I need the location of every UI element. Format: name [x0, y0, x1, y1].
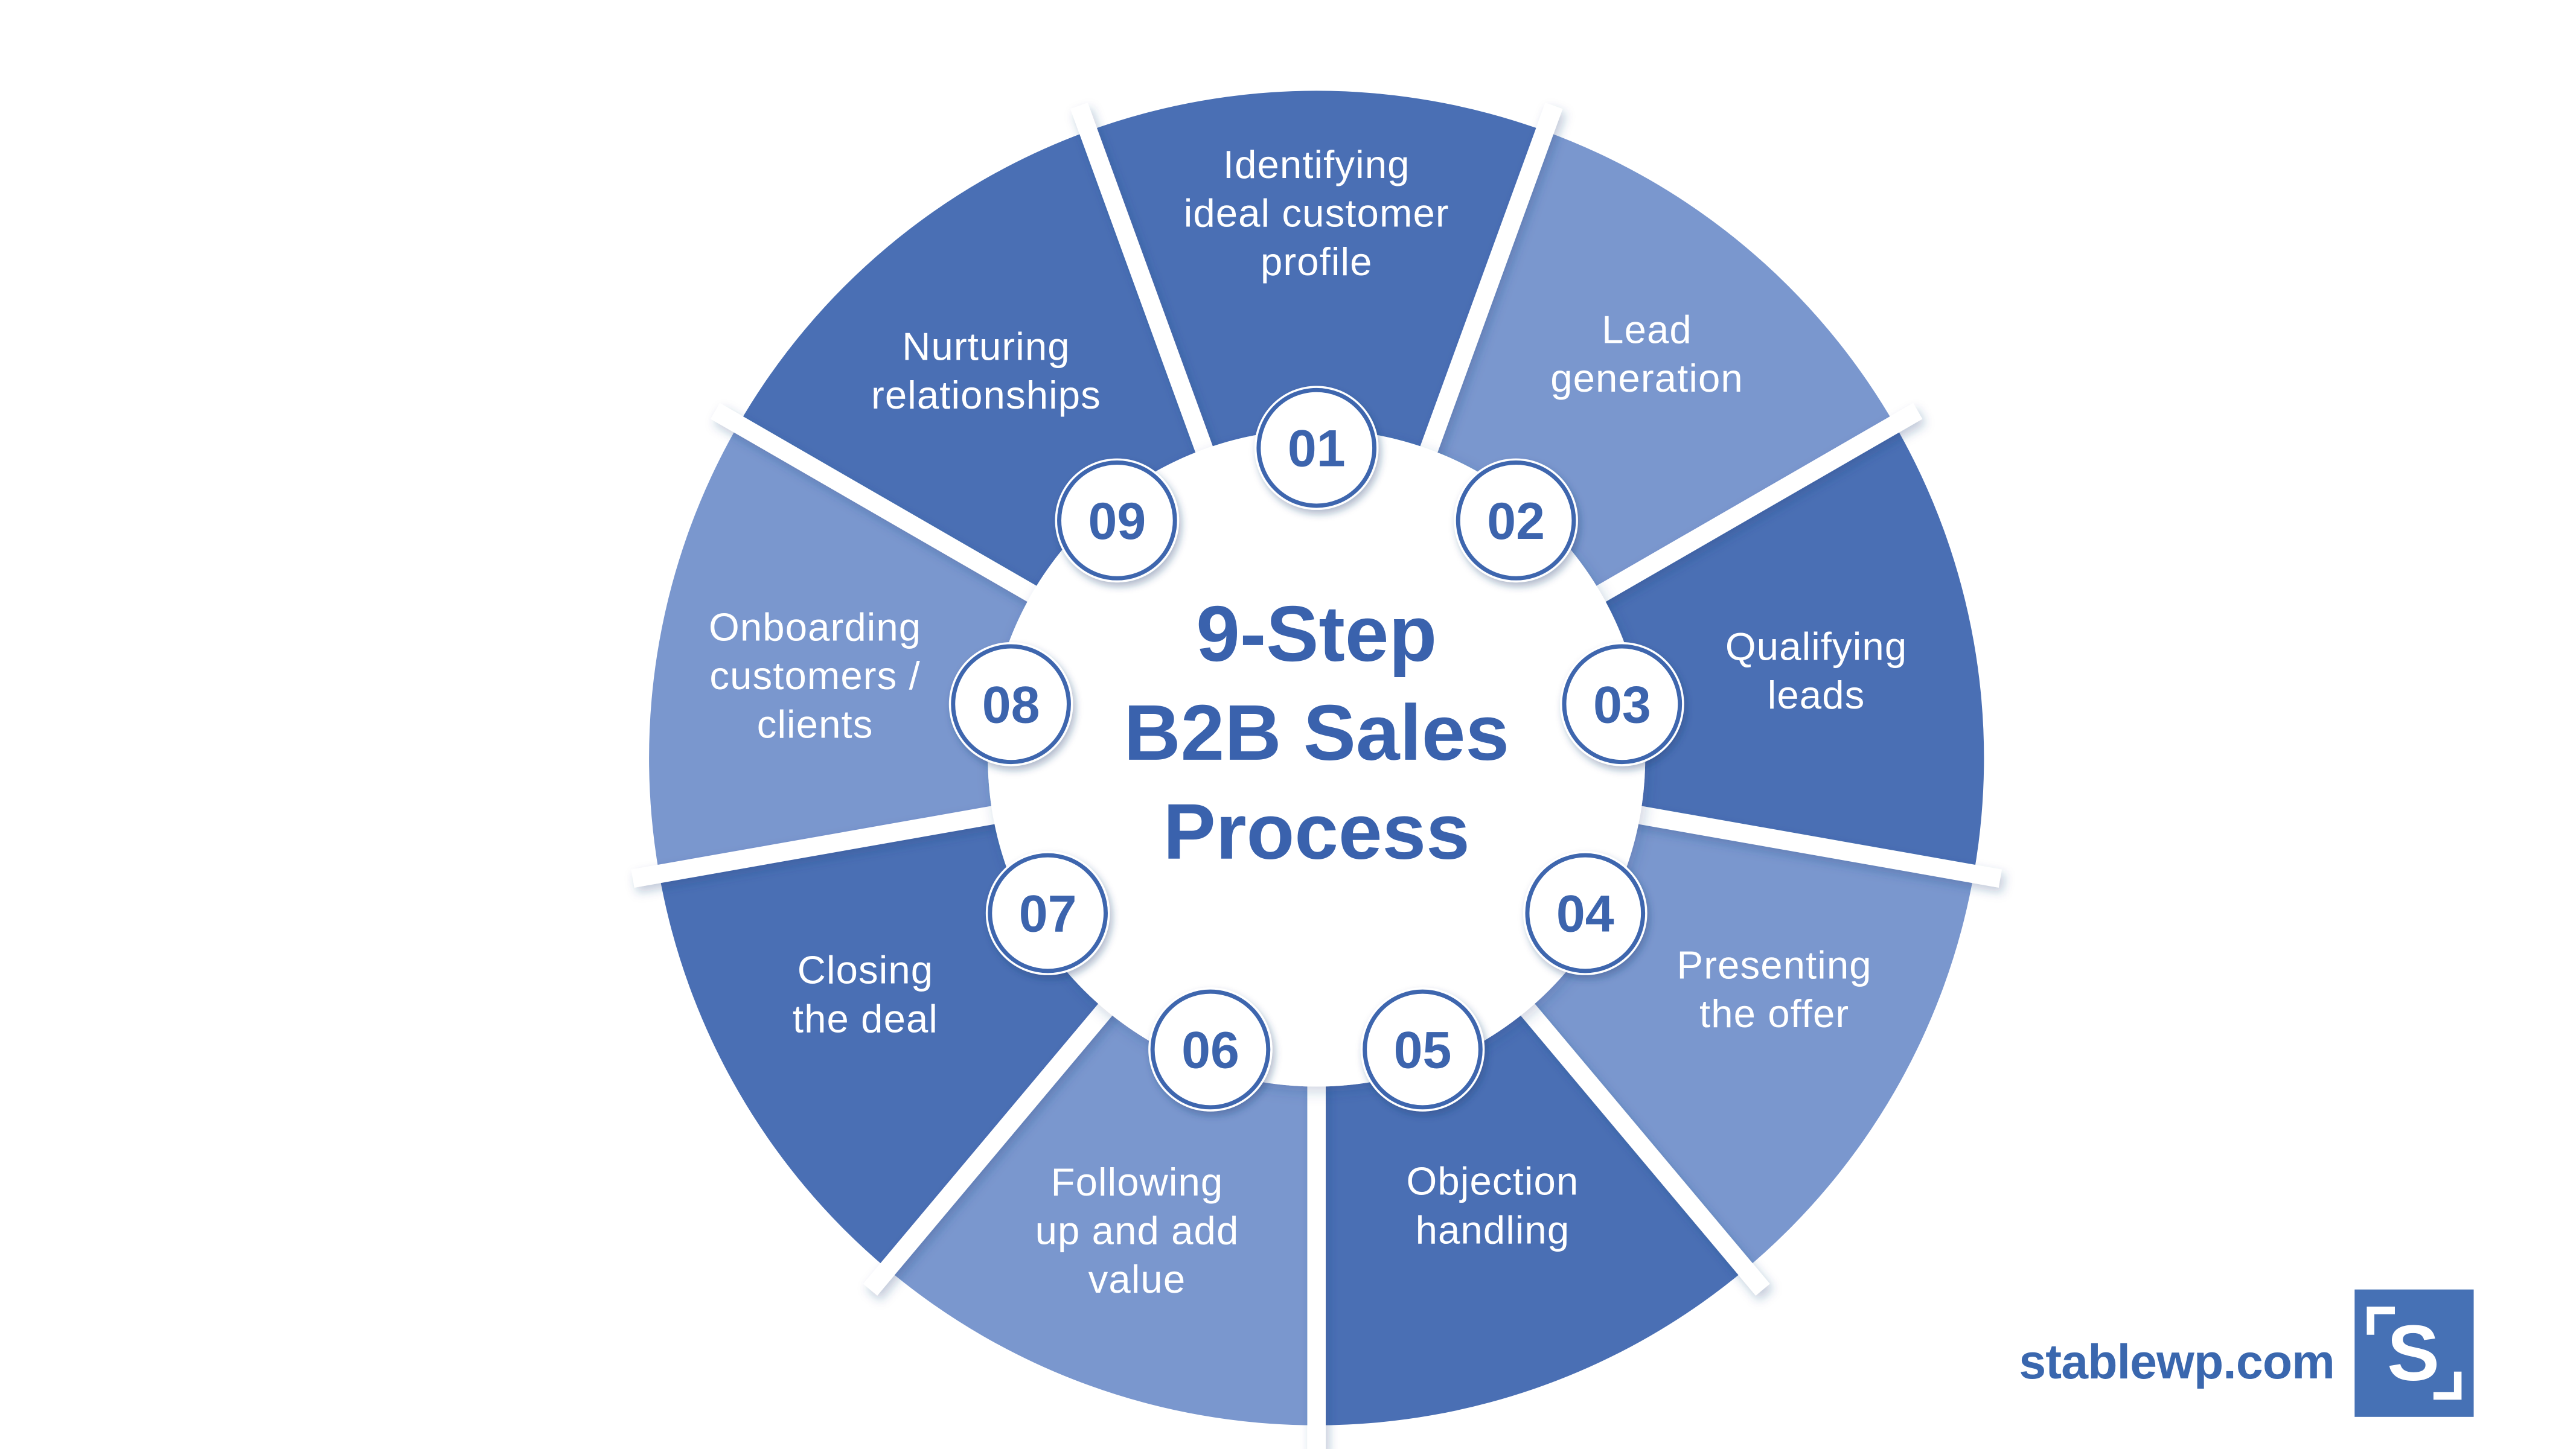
badge-circle	[1360, 987, 1485, 1112]
step-label-line: customers /	[709, 654, 921, 698]
step-label-line: profile	[1261, 240, 1373, 284]
segment-08	[649, 424, 1032, 874]
badge-circle	[1148, 987, 1273, 1112]
center-circle	[988, 429, 1646, 1087]
segment-03	[1601, 424, 1984, 874]
step-badge-04: 04	[1523, 851, 1648, 975]
step-label-line: handling	[1416, 1208, 1570, 1252]
step-label-line: Presenting	[1677, 943, 1872, 987]
step-label-line: the offer	[1699, 992, 1849, 1036]
step-label-line: Nurturing	[902, 324, 1070, 368]
badge-number: 04	[1556, 885, 1614, 943]
badge-ring	[1256, 387, 1377, 508]
center-title: 9-Step B2B Sales Process	[1123, 590, 1509, 876]
badge-number: 07	[1019, 885, 1077, 943]
badge-circle	[948, 642, 1073, 766]
badge-circle	[985, 851, 1110, 975]
center-title-line-2: B2B Sales	[1123, 689, 1509, 777]
badge-ring	[1525, 853, 1646, 973]
badge-number: 01	[1288, 420, 1346, 478]
segment-gap	[631, 798, 1034, 888]
badge-number: 02	[1487, 492, 1545, 550]
badge-ring	[1456, 460, 1576, 581]
step-label-line: Objection	[1407, 1159, 1579, 1203]
step-label-line: relationships	[871, 373, 1101, 417]
segment-gap	[1599, 798, 2002, 888]
segment-gap	[711, 403, 1072, 622]
center-title-line-3: Process	[1163, 788, 1470, 876]
step-label-04: Presenting the offer	[1677, 943, 1872, 1036]
stablewp-logo: S	[2354, 1289, 2474, 1417]
segment-gap	[1406, 103, 1563, 491]
step-label-09: Nurturing relationships	[871, 324, 1101, 417]
badge-circle	[1454, 458, 1578, 583]
step-label-line: clients	[757, 702, 874, 747]
segment-gap	[1561, 403, 1923, 622]
step-badge-09: 09	[1055, 458, 1180, 583]
step-badge-06: 06	[1148, 987, 1273, 1112]
step-label-line: generation	[1550, 356, 1743, 400]
badge-circle	[1560, 642, 1684, 766]
step-badge-07: 07	[985, 851, 1110, 975]
segment-05	[1316, 1010, 1746, 1425]
bracket-bottom-right-icon	[2433, 1371, 2462, 1400]
badge-circle	[1055, 458, 1180, 583]
step-badge-03: 03	[1560, 642, 1684, 766]
step-badge-01: 01	[1254, 386, 1379, 510]
step-label-01: Identifying ideal customer profile	[1184, 142, 1449, 284]
process-wheel: 01 Identifying ideal customer profile 02 Lead…	[631, 91, 2002, 1449]
step-label-line: ideal customer	[1184, 191, 1449, 235]
badge-circle	[1254, 386, 1379, 510]
badge-ring	[1057, 460, 1177, 581]
step-label-line: value	[1088, 1257, 1186, 1301]
step-label-line: Qualifying	[1725, 625, 1907, 669]
step-label-line: Onboarding	[709, 605, 921, 649]
step-label-line: Closing	[797, 948, 933, 992]
center-title-line-1: 9-Step	[1196, 590, 1437, 678]
badge-number: 06	[1181, 1022, 1239, 1080]
segment-gap	[1070, 103, 1227, 491]
step-badge-02: 02	[1454, 458, 1578, 583]
badge-number: 08	[982, 676, 1040, 734]
step-label-line: Following	[1051, 1160, 1224, 1204]
badge-number: 09	[1088, 492, 1146, 550]
badge-ring	[951, 644, 1071, 765]
segment-01	[1088, 91, 1545, 450]
step-label-05: Objection handling	[1407, 1159, 1579, 1252]
badge-number: 05	[1394, 1022, 1452, 1080]
segment-gap	[863, 973, 1139, 1296]
logo-letter: S	[2387, 1309, 2440, 1397]
segment-gaps	[631, 103, 2002, 1449]
badge-circle	[1523, 851, 1648, 975]
bracket-top-left-icon	[2367, 1307, 2395, 1335]
badge-number: 03	[1593, 676, 1651, 734]
step-label-line: the deal	[793, 996, 938, 1040]
step-label-line: Identifying	[1223, 142, 1410, 186]
segment-gap	[1495, 973, 1770, 1296]
badge-ring	[988, 853, 1108, 973]
footer: stablewp.com S	[2019, 1289, 2474, 1417]
step-label-line: up and add	[1035, 1209, 1239, 1253]
step-badge-08: 08	[948, 642, 1073, 766]
badge-ring	[1150, 989, 1271, 1110]
site-url: stablewp.com	[2019, 1335, 2335, 1389]
badge-ring	[1562, 644, 1683, 765]
badge-ring	[1363, 989, 1483, 1110]
step-label-line: leads	[1768, 673, 1865, 717]
segment-06	[887, 1010, 1317, 1425]
step-label-line: Lead	[1602, 308, 1692, 352]
step-label-08: Onboarding customers /clients	[709, 605, 921, 747]
step-badge-05: 05	[1360, 987, 1485, 1112]
